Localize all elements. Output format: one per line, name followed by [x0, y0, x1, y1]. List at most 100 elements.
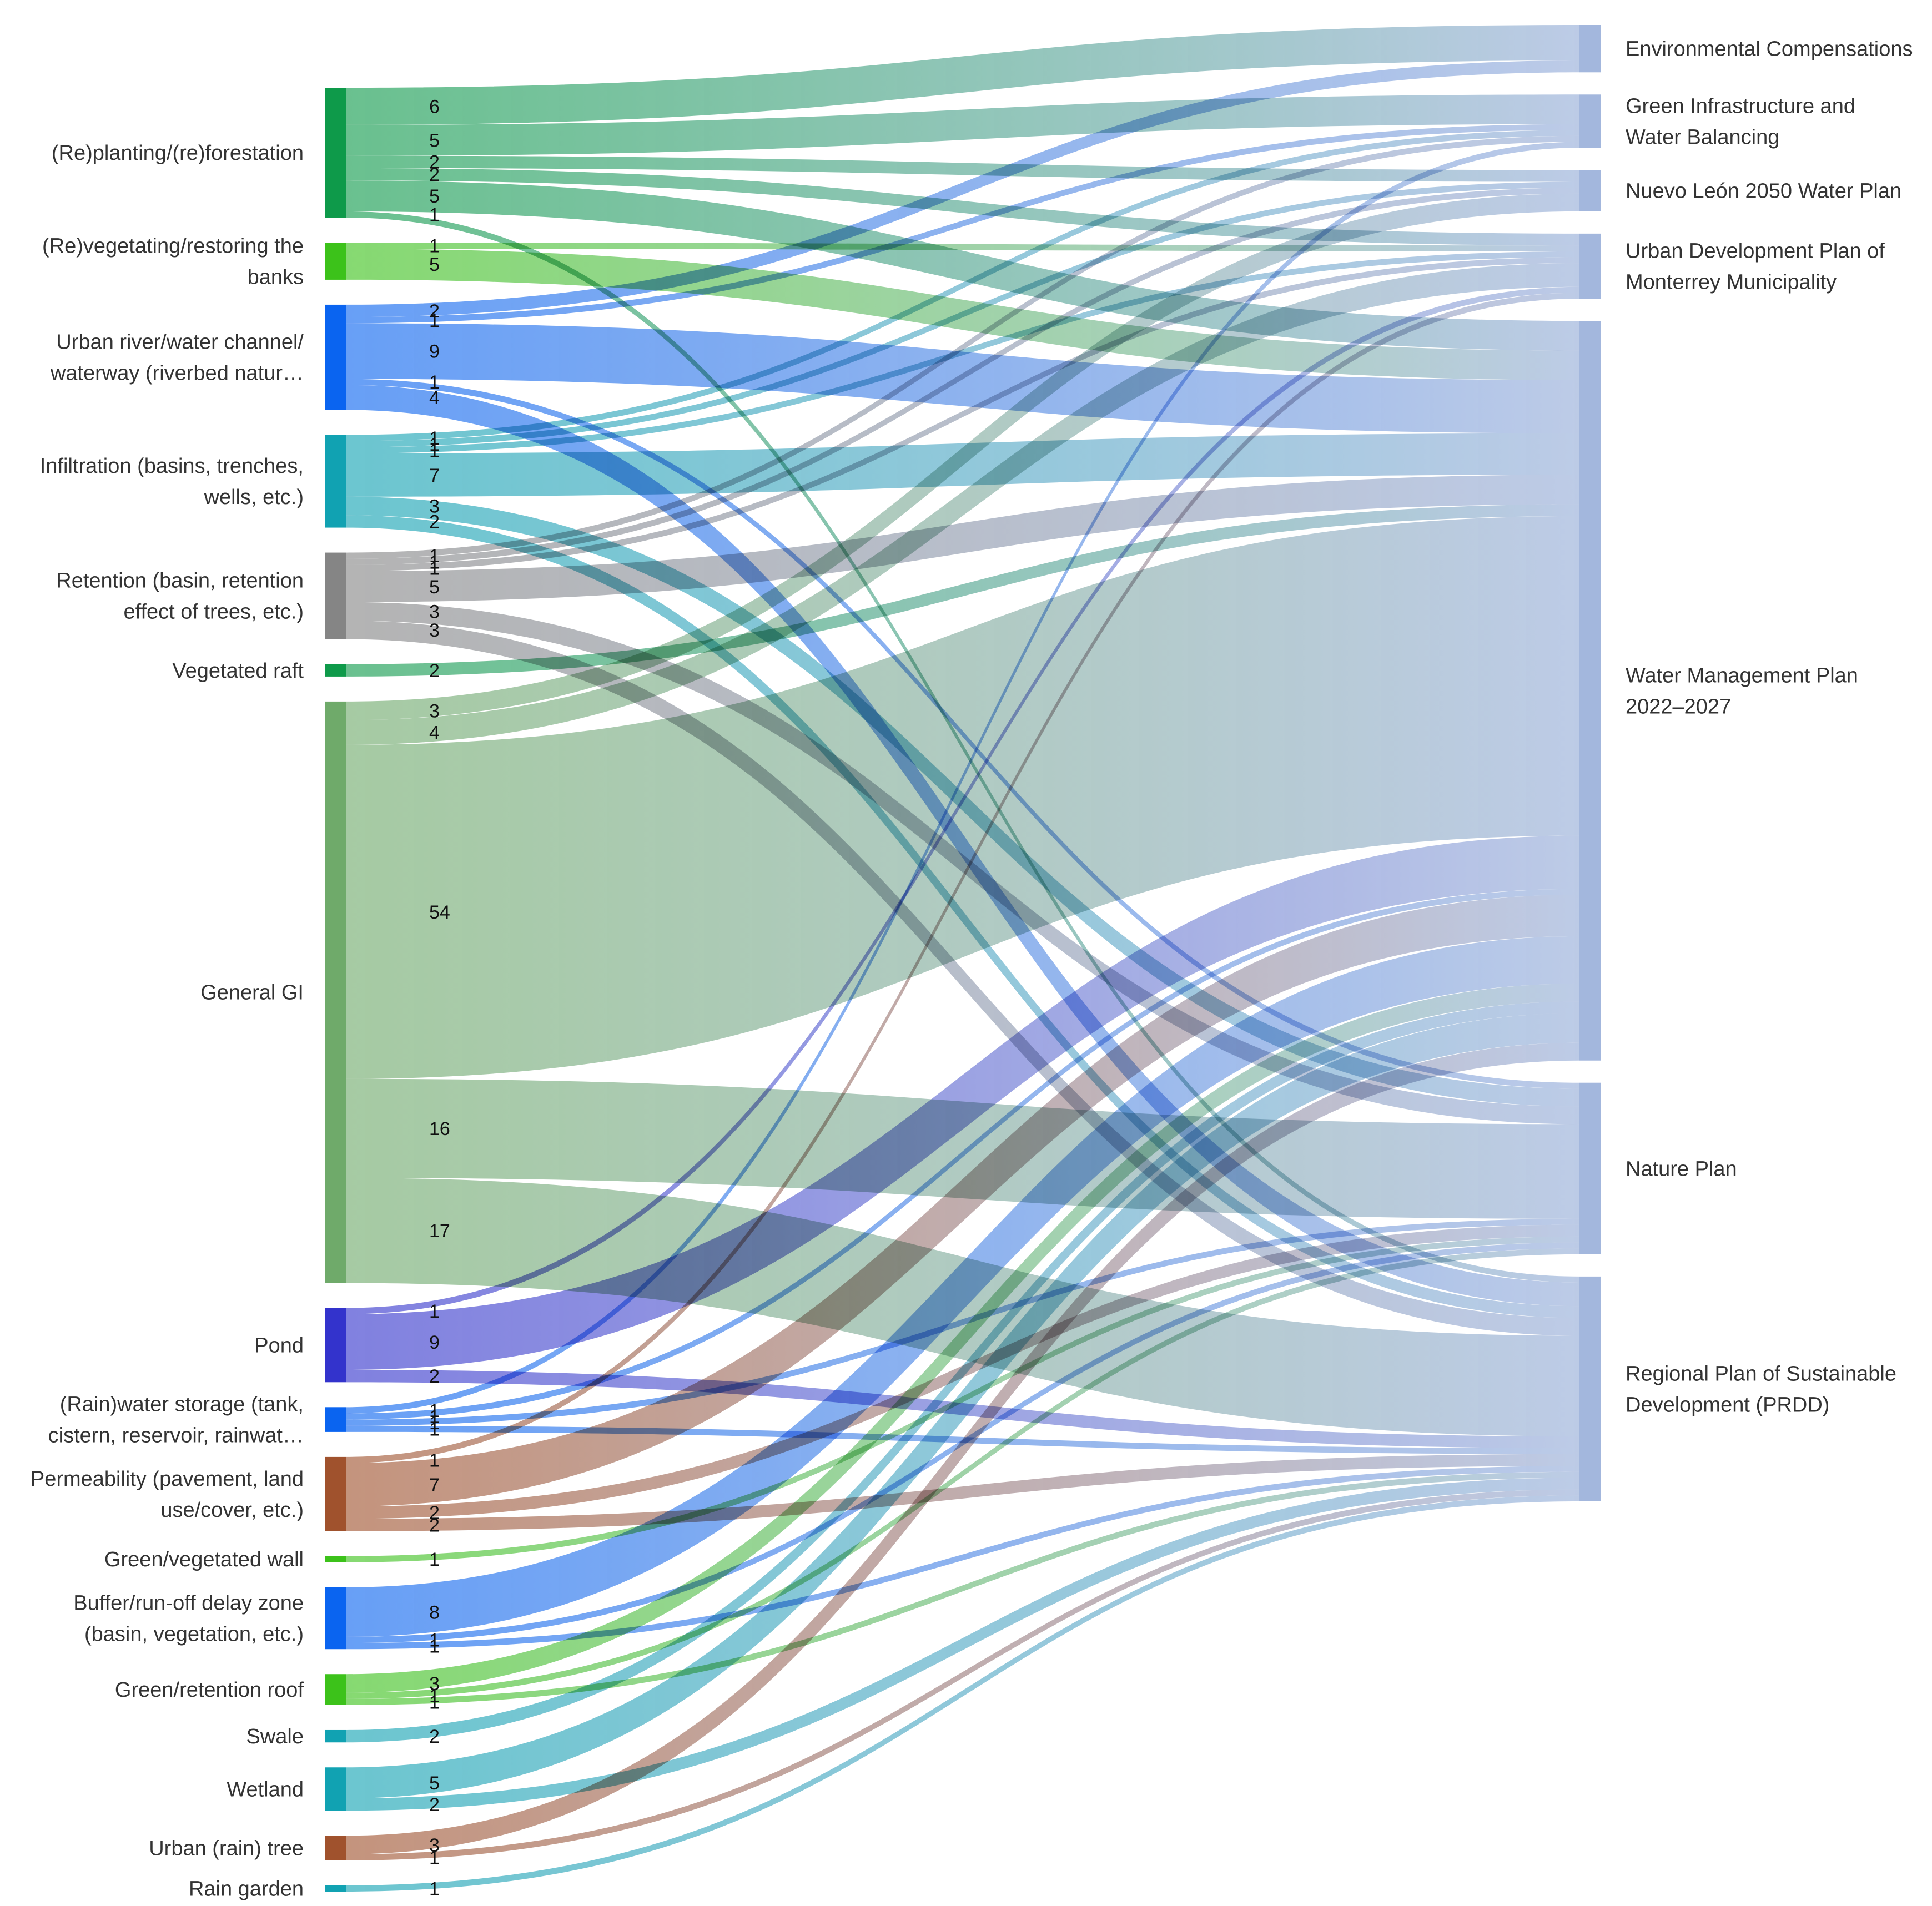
source-node-infiltration[interactable] — [325, 435, 346, 528]
source-node-rain_tree[interactable] — [325, 1836, 346, 1860]
link-green_roof-to-prdd[interactable] — [346, 1471, 1579, 1705]
link-value-label: 1 — [429, 1878, 440, 1899]
link-value-label: 1 — [429, 1419, 440, 1440]
link-value-label: 8 — [429, 1602, 440, 1623]
link-rain_storage-to-nature[interactable] — [346, 1218, 1579, 1426]
link-value-label: 1 — [429, 1636, 440, 1657]
source-node-rain_storage[interactable] — [325, 1407, 346, 1432]
link-rain_tree-to-prdd[interactable] — [346, 1489, 1579, 1860]
source-node-permeability[interactable] — [325, 1456, 346, 1531]
source-label-vegetated_raft: Vegetated raft — [172, 659, 304, 683]
link-value-label: 3 — [429, 1835, 440, 1856]
link-permeability-to-prdd[interactable] — [346, 1454, 1579, 1531]
link-value-label: 1 — [429, 1686, 440, 1707]
link-value-label: 17 — [429, 1221, 450, 1242]
source-node-urban_river[interactable] — [325, 304, 346, 410]
link-value-label: 7 — [429, 465, 440, 486]
link-value-label: 2 — [429, 1366, 440, 1387]
target-node-wmp[interactable] — [1579, 321, 1601, 1061]
link-value-label: 1 — [429, 1301, 440, 1322]
link-buffer-to-wmp[interactable] — [346, 936, 1579, 1637]
link-value-label: 2 — [429, 1515, 440, 1536]
link-wetland-to-prdd[interactable] — [346, 1478, 1579, 1811]
link-pond-to-wmp[interactable] — [346, 835, 1579, 1370]
link-value-label: 2 — [429, 1794, 440, 1816]
link-rain_storage-to-wmp[interactable] — [346, 889, 1579, 1420]
link-replanting-to-udp[interactable] — [346, 168, 1579, 246]
link-rain_tree-to-wmp[interactable] — [346, 1042, 1579, 1854]
link-value-label: 1 — [429, 440, 440, 461]
link-permeability-to-wmp[interactable] — [346, 895, 1579, 1507]
link-general_gi-to-nature[interactable] — [346, 1078, 1579, 1219]
source-node-retention[interactable] — [325, 552, 346, 639]
link-value-label: 1 — [429, 1400, 440, 1421]
source-node-vegetated_raft[interactable] — [325, 664, 346, 677]
link-replanting-to-nl2050[interactable] — [346, 155, 1579, 182]
source-label-replanting: (Re)planting/(re)forestation — [52, 142, 304, 165]
link-urban_river-to-gi_water[interactable] — [346, 124, 1579, 324]
target-node-env_comp[interactable] — [1579, 25, 1601, 73]
target-node-udp[interactable] — [1579, 233, 1601, 299]
link-value-label: 1 — [429, 1406, 440, 1428]
link-replanting-to-env_comp[interactable] — [346, 25, 1579, 125]
link-infiltration-to-gi_water[interactable] — [346, 130, 1579, 441]
target-node-nl2050[interactable] — [1579, 170, 1601, 211]
link-value-label: 2 — [429, 1502, 440, 1524]
target-label-env_comp: Environmental Compensations — [1626, 38, 1913, 61]
link-replanting-to-gi_water[interactable] — [346, 94, 1579, 156]
link-retention-to-gi_water[interactable] — [346, 135, 1579, 559]
source-node-green_wall[interactable] — [325, 1556, 346, 1562]
source-node-buffer[interactable] — [325, 1587, 346, 1650]
source-label-buffer: Buffer/run-off delay zone(basin, vegetat… — [73, 1592, 304, 1646]
link-value-label: 4 — [429, 723, 440, 744]
link-infiltration-to-udp[interactable] — [346, 251, 1579, 453]
source-node-green_roof[interactable] — [325, 1674, 346, 1705]
link-rain_garden-to-prdd[interactable] — [346, 1495, 1579, 1892]
link-value-label: 5 — [429, 186, 440, 207]
target-node-nature[interactable] — [1579, 1082, 1601, 1254]
link-retention-to-nl2050[interactable] — [346, 188, 1579, 565]
link-value-label: 1 — [429, 558, 440, 579]
source-node-swale[interactable] — [325, 1729, 346, 1743]
source-node-revegetating[interactable] — [325, 243, 346, 280]
link-rain_storage-to-gi_water[interactable] — [346, 142, 1579, 1414]
source-label-rain_storage: (Rain)water storage (tank,cistern, reser… — [48, 1393, 304, 1448]
label-layer: 6522511521914111732111533234541617192111… — [31, 38, 1913, 1901]
link-value-label: 7 — [429, 1475, 440, 1496]
link-replanting-to-wmp[interactable] — [346, 180, 1579, 351]
link-value-label: 1 — [429, 546, 440, 567]
link-retention-to-udp[interactable] — [346, 257, 1579, 572]
link-value-label: 3 — [429, 701, 440, 722]
link-green_roof-to-nature[interactable] — [346, 1248, 1579, 1699]
link-value-label: 6 — [429, 96, 440, 117]
link-wetland-to-wmp[interactable] — [346, 1013, 1579, 1798]
link-permeability-to-udp[interactable] — [346, 293, 1579, 1464]
target-label-nature: Nature Plan — [1626, 1157, 1737, 1181]
target-node-gi_water[interactable] — [1579, 94, 1601, 148]
link-general_gi-to-udp[interactable] — [346, 263, 1579, 745]
link-value-label: 1 — [429, 236, 440, 257]
source-node-wetland[interactable] — [325, 1767, 346, 1811]
target-label-nl2050: Nuevo León 2050 Water Plan — [1626, 180, 1901, 203]
source-node-replanting[interactable] — [325, 88, 346, 218]
link-retention-to-wmp[interactable] — [346, 475, 1579, 602]
source-node-general_gi[interactable] — [325, 701, 346, 1283]
link-general_gi-to-nl2050[interactable] — [346, 193, 1579, 720]
link-retention-to-prdd[interactable] — [346, 621, 1579, 1336]
link-pond-to-udp[interactable] — [346, 286, 1579, 1314]
link-infiltration-to-nl2050[interactable] — [346, 181, 1579, 447]
target-node-prdd[interactable] — [1579, 1276, 1601, 1501]
link-swale-to-wmp[interactable] — [346, 1001, 1579, 1743]
source-node-rain_garden[interactable] — [325, 1885, 346, 1892]
link-buffer-to-prdd[interactable] — [346, 1466, 1579, 1650]
link-green_roof-to-wmp[interactable] — [346, 984, 1579, 1693]
link-vegetated_raft-to-wmp[interactable] — [346, 504, 1579, 677]
link-value-label: 1 — [429, 1549, 440, 1570]
link-layer — [346, 25, 1579, 1892]
source-node-pond[interactable] — [325, 1308, 346, 1383]
link-urban_river-to-env_comp[interactable] — [346, 60, 1579, 317]
link-value-label: 16 — [429, 1118, 450, 1139]
